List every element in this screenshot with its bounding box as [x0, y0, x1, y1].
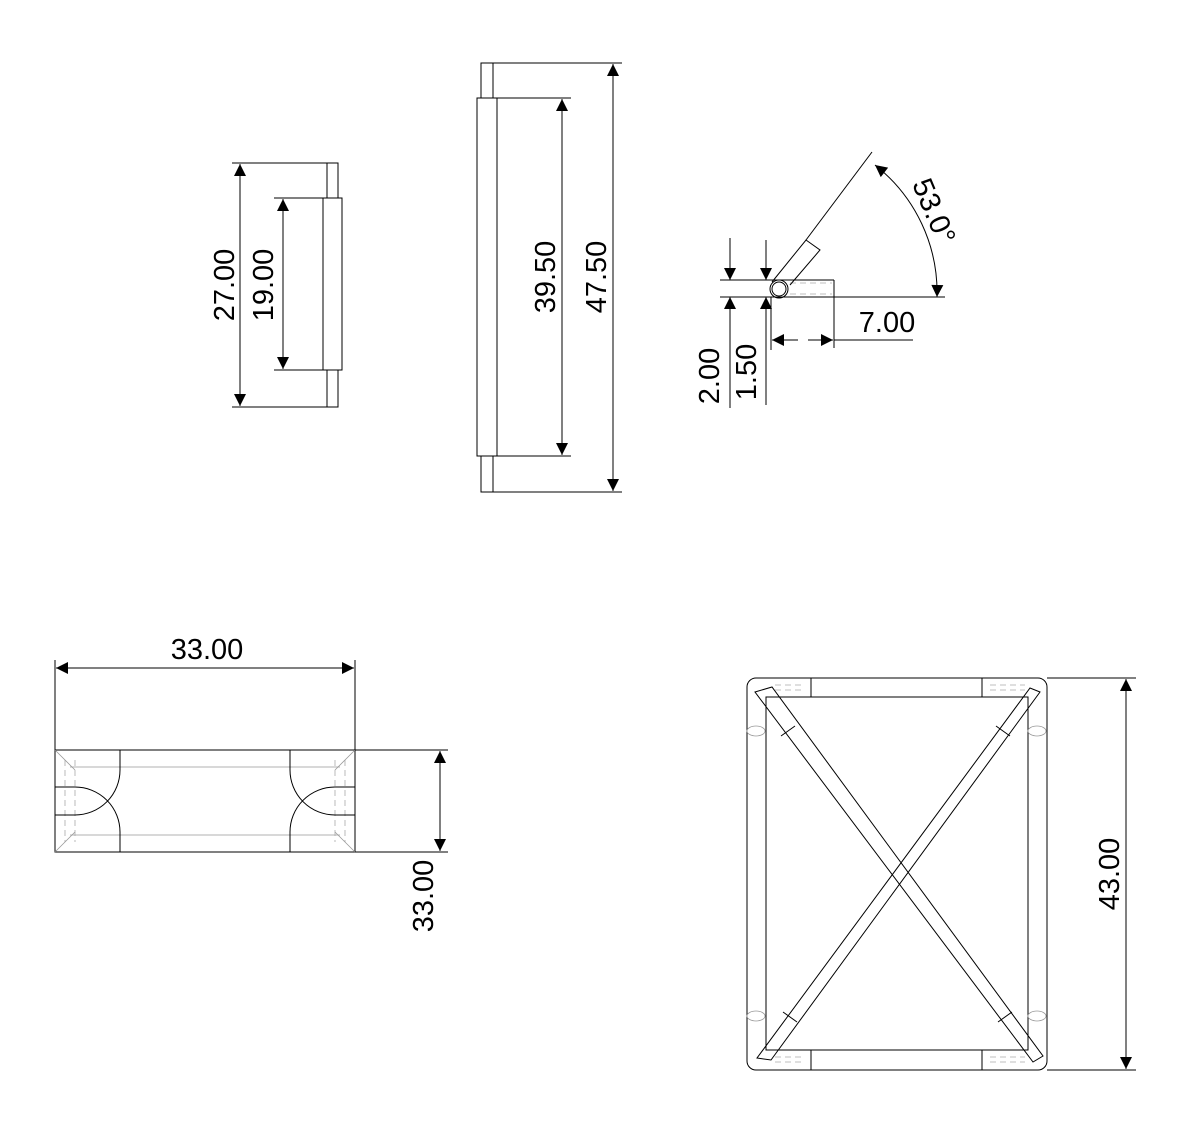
dim-label-39-5: 39.50	[530, 241, 562, 314]
dim-label-33-width: 33.00	[171, 634, 244, 666]
square-frame-view: 33.00 33.00	[54, 634, 448, 933]
dim-label-1-5: 1.50	[731, 344, 763, 400]
dim-label-27: 27.00	[209, 249, 241, 322]
dim-label-2: 2.00	[694, 348, 726, 404]
x-braced-frame-view: 43.00	[746, 677, 1136, 1071]
long-rod-view: 39.50 47.50	[476, 62, 622, 493]
dim-label-33-height: 33.00	[408, 860, 440, 933]
dim-label-43: 43.00	[1094, 838, 1126, 911]
short-rod-view: 27.00 19.00	[209, 162, 343, 408]
dim-label-47-5: 47.50	[581, 241, 613, 314]
hinge-angle-view: 53.0° 7.00 2.00 1.50	[694, 151, 961, 408]
dim-label-19: 19.00	[248, 249, 280, 322]
dim-label-angle: 53.0°	[905, 174, 961, 249]
dim-label-7: 7.00	[859, 307, 915, 339]
